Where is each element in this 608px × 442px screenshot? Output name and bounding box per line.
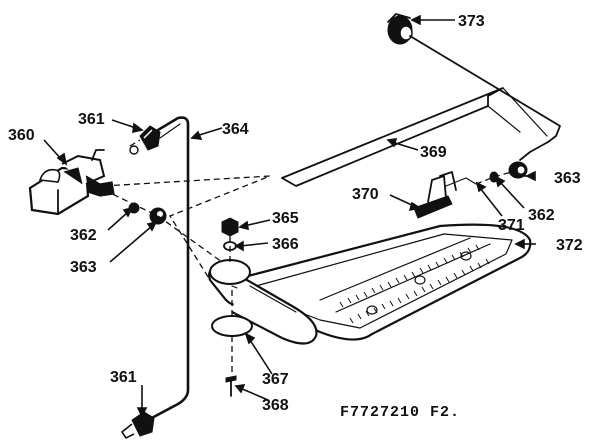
label-371: 371 — [498, 217, 525, 234]
part-367-air-shutter — [211, 315, 253, 337]
part-361-top-fitting — [129, 125, 161, 155]
label-367: 367 — [262, 371, 289, 388]
label-372: 372 — [556, 237, 583, 254]
leader-lines — [43, 14, 536, 418]
label-366: 366 — [272, 236, 299, 253]
part-363-right-nut — [508, 161, 528, 179]
label-361-top: 361 — [78, 111, 105, 128]
part-369-capillary-tube — [281, 35, 561, 187]
label-362-right: 362 — [528, 207, 555, 224]
part-364-gas-tube — [146, 116, 190, 422]
label-373: 373 — [458, 13, 485, 30]
part-361-bottom-fitting — [120, 411, 155, 440]
label-360: 360 — [8, 127, 35, 144]
part-373-sensor — [387, 13, 413, 45]
label-362-left: 362 — [70, 227, 97, 244]
label-361-bottom: 361 — [110, 369, 137, 386]
label-370: 370 — [352, 186, 379, 203]
part-370-bracket — [413, 171, 477, 219]
label-363-right: 363 — [554, 170, 581, 187]
figure-id: F7727210 F2. — [340, 404, 460, 421]
label-365: 365 — [272, 210, 299, 227]
label-364: 364 — [222, 121, 249, 138]
label-369: 369 — [420, 144, 447, 161]
assembly-lines — [103, 139, 519, 376]
part-368-screw — [225, 375, 237, 397]
label-363-left: 363 — [70, 259, 97, 276]
label-368: 368 — [262, 397, 289, 414]
part-365-orifice — [221, 217, 239, 237]
part-360-valve — [28, 149, 115, 216]
part-372-burner — [208, 223, 532, 345]
